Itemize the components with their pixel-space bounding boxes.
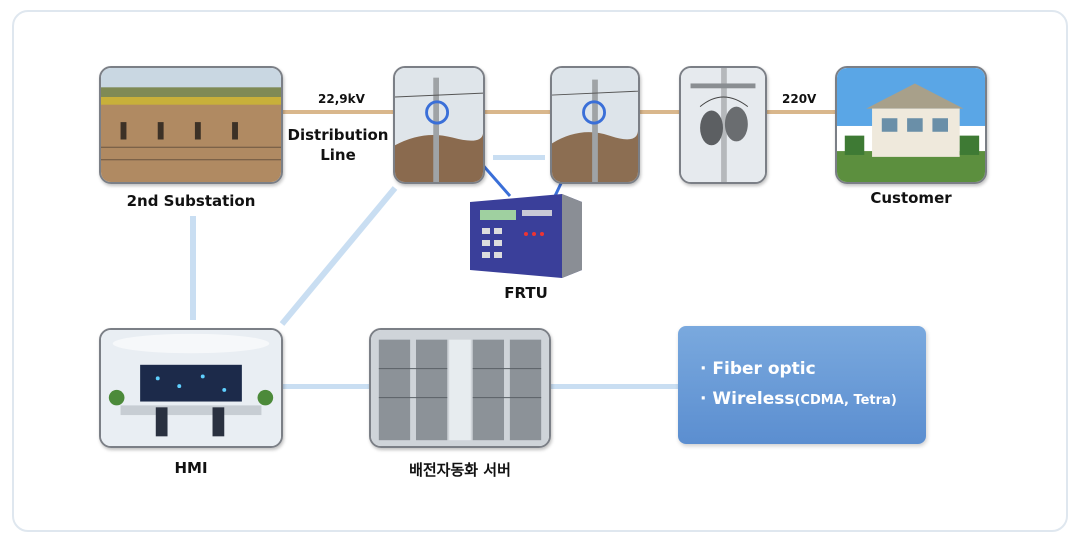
transformer-photo — [679, 66, 767, 184]
distribution-line-label-1: Distribution — [287, 126, 389, 144]
hmi-photo — [99, 328, 283, 448]
comm-item-main: Fiber optic — [712, 359, 816, 379]
voltage-high-label: 22,9kV — [318, 92, 365, 106]
link-pole-pole — [493, 155, 545, 160]
distribution-line-label-2: Line — [320, 146, 356, 164]
substation-label: 2nd Substation — [126, 192, 256, 210]
power-line-1 — [283, 110, 393, 114]
hmi-label: HMI — [174, 459, 208, 477]
link-substation-hmi — [190, 216, 196, 320]
substation-photo — [99, 66, 283, 184]
frtu-device — [470, 194, 582, 278]
server-label: 배전자동화 서버 — [409, 461, 511, 479]
power-line-3 — [640, 110, 680, 114]
pole-photo-2 — [550, 66, 640, 184]
customer-label: Customer — [870, 189, 952, 207]
bullet: · — [700, 359, 707, 379]
voltage-low-label: 220V — [782, 92, 817, 106]
frtu-label: FRTU — [504, 284, 548, 302]
comm-item-wireless: · Wireless(CDMA, Tetra) — [700, 384, 926, 416]
customer-photo — [835, 66, 987, 184]
link-server-comm — [550, 384, 678, 389]
power-line-2 — [485, 110, 550, 114]
server-photo — [369, 328, 551, 448]
pole-photo-1 — [393, 66, 485, 184]
link-hmi-server — [283, 384, 369, 389]
comm-box: · Fiber optic · Wireless(CDMA, Tetra) — [678, 326, 926, 444]
comm-item-fiber: · Fiber optic — [700, 354, 926, 384]
comm-item-sub: (CDMA, Tetra) — [794, 393, 897, 408]
comm-item-main: Wireless — [712, 389, 795, 409]
power-line-4 — [766, 110, 836, 114]
bullet: · — [700, 389, 707, 409]
